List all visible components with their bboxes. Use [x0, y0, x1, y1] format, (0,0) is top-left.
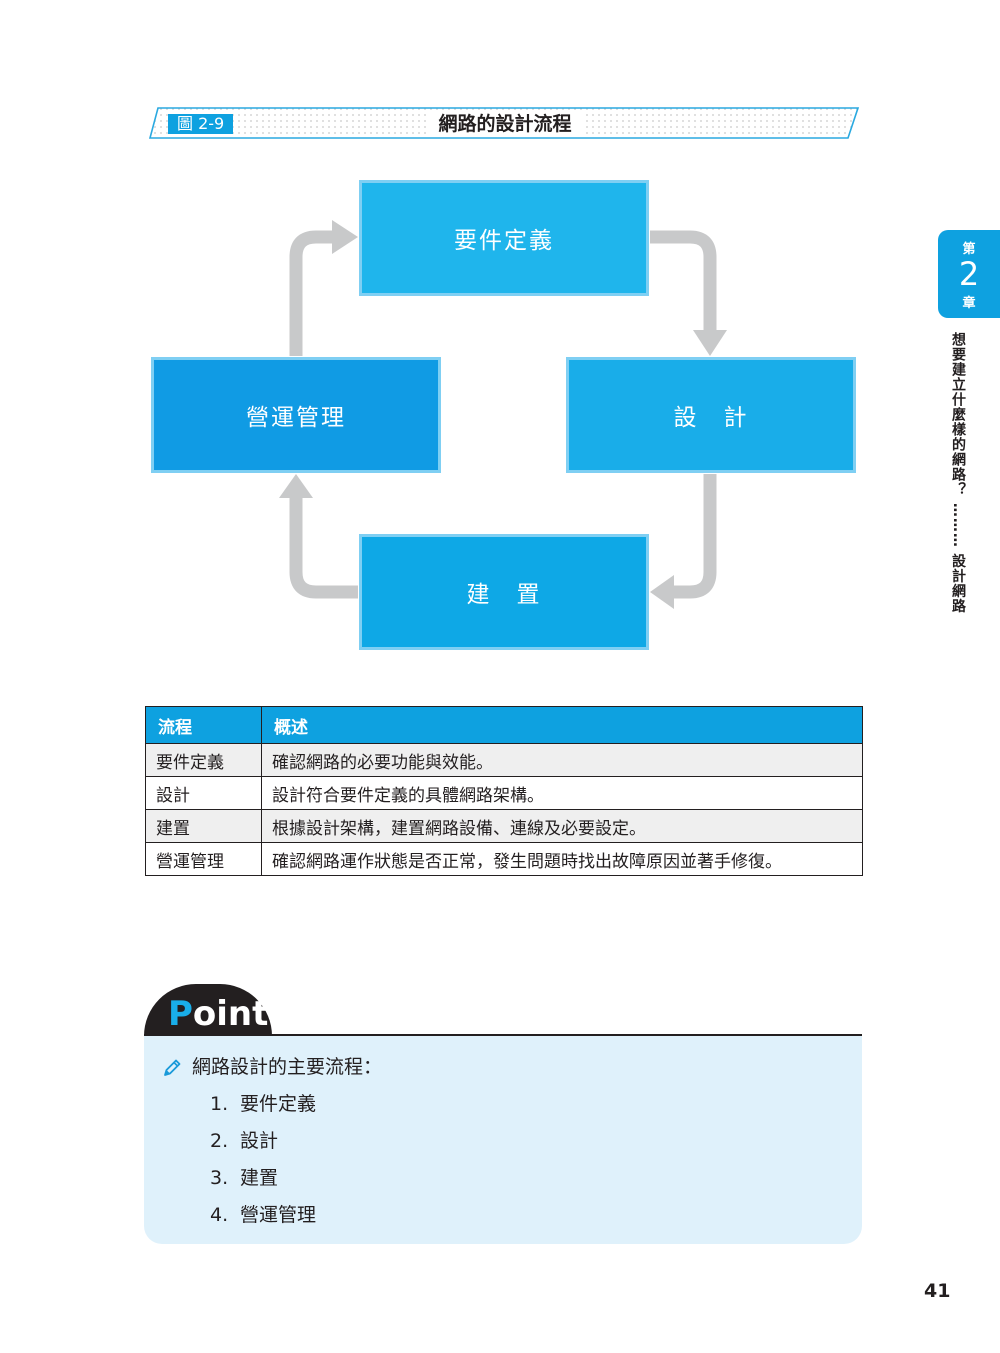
list-item-text: 要件定義: [240, 1093, 317, 1115]
step-build: 建 置: [359, 534, 649, 650]
point-label-first: P: [168, 994, 193, 1034]
point-list: 1. 要件定義 2. 設計 3. 建置 4. 營運管理: [210, 1091, 316, 1239]
cycle-arrows: [279, 220, 727, 609]
arrowhead-right: [332, 220, 358, 254]
cell-process: 設計: [145, 776, 262, 810]
cell-process: 要件定義: [145, 743, 262, 777]
chapter-suffix: 章: [962, 296, 976, 311]
chapter-title: 想要建立什麼樣的網路？ ……… 設計網路: [950, 332, 966, 614]
list-item: 3. 建置: [210, 1165, 316, 1202]
cell-summary: 確認網路的必要功能與效能。: [261, 743, 863, 777]
cell-summary: 確認網路運作狀態是否正常，發生問題時找出故障原因並著手修復。: [261, 842, 863, 876]
chapter-number: 2: [958, 255, 980, 293]
table-header-row: 流程 概述: [145, 706, 863, 744]
list-item: 4. 營運管理: [210, 1202, 316, 1239]
pencil-icon: [164, 1059, 181, 1076]
header-summary: 概述: [261, 706, 863, 744]
list-item-number: 2.: [210, 1130, 229, 1152]
arrow-requirements-to-design: [650, 230, 717, 332]
chapter-tab: 第 2 章: [938, 230, 1000, 318]
list-item-number: 3.: [210, 1167, 229, 1189]
list-item: 2. 設計: [210, 1128, 316, 1165]
page-number: 41: [924, 1280, 951, 1302]
cell-process: 營運管理: [145, 842, 262, 876]
arrow-build-to-operations: [289, 496, 358, 599]
step-design: 設 計: [566, 357, 856, 473]
list-item: 1. 要件定義: [210, 1091, 316, 1128]
list-item-text: 營運管理: [240, 1204, 317, 1226]
step-operations: 營運管理: [151, 357, 441, 473]
cell-summary: 根據設計架構，建置網路設備、連線及必要設定。: [261, 809, 863, 843]
figure-title: 網路的設計流程: [146, 112, 864, 136]
list-item-number: 1.: [210, 1093, 229, 1115]
table-row: 設計 設計符合要件定義的具體網路架構。: [145, 776, 863, 810]
arrowhead-up: [279, 474, 313, 498]
cell-summary: 設計符合要件定義的具體網路架構。: [261, 776, 863, 810]
header-process: 流程: [145, 706, 262, 744]
list-item-number: 4.: [210, 1204, 229, 1226]
list-item-text: 建置: [240, 1167, 279, 1189]
figure-caption: 圖 2-9 網路的設計流程: [146, 106, 864, 140]
figure-title-text: 網路的設計流程: [428, 113, 582, 135]
step-requirements: 要件定義: [359, 180, 649, 296]
process-table: 流程 概述 要件定義 確認網路的必要功能與效能。 設計 設計符合要件定義的具體網…: [145, 706, 863, 876]
point-divider: [144, 1034, 862, 1036]
arrow-operations-to-requirements: [289, 230, 334, 356]
point-heading: 網路設計的主要流程：: [192, 1056, 383, 1078]
cell-process: 建置: [145, 809, 262, 843]
figure-number: 圖 2-9: [168, 114, 234, 134]
arrowhead-down: [693, 330, 727, 356]
arrow-design-to-build: [672, 474, 717, 599]
point-box: [144, 1036, 862, 1244]
point-label-rest: oint: [192, 994, 269, 1034]
chapter-prefix: 第: [962, 242, 976, 257]
arrowhead-left: [650, 575, 674, 609]
table-row: 營運管理 確認網路運作狀態是否正常，發生問題時找出故障原因並著手修復。: [145, 842, 863, 876]
list-item-text: 設計: [240, 1130, 279, 1152]
table-row: 建置 根據設計架構，建置網路設備、連線及必要設定。: [145, 809, 863, 843]
point-label: Point: [168, 994, 268, 1034]
table-row: 要件定義 確認網路的必要功能與效能。: [145, 743, 863, 777]
flow-diagram: 要件定義 設 計 建 置 營運管理: [151, 180, 856, 650]
